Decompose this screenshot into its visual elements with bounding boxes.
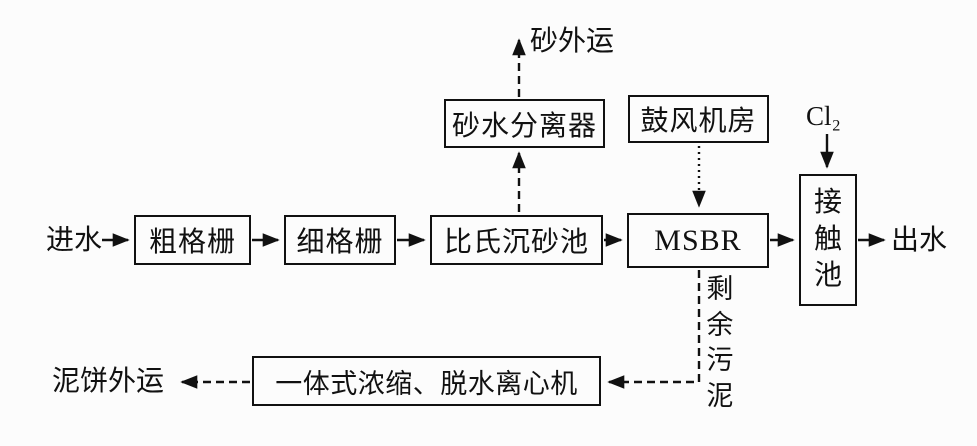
effluent-label: 出水: [891, 225, 948, 256]
fine-screen-box: 细格栅: [284, 215, 396, 265]
centrifuge-box: 一体式浓缩、脱水离心机: [252, 356, 601, 406]
msbr-box: MSBR: [627, 213, 769, 268]
msbr-label: MSBR: [654, 223, 742, 257]
arrow-msbr-to-centrifuge: [607, 270, 701, 389]
coarse-screen-box: 粗格栅: [134, 215, 251, 265]
contact-tank-box: 接触池: [799, 174, 857, 306]
sludge-cake-out-label: 泥饼外运: [52, 366, 165, 397]
excess-sludge-label: 剩余污泥: [706, 274, 734, 411]
chlorine-label: Cl₂: [806, 101, 841, 131]
grit-chamber-box: 比氏沉砂池: [430, 215, 603, 265]
sand-water-separator-box: 砂水分离器: [444, 99, 605, 148]
centrifuge-label: 一体式浓缩、脱水离心机: [275, 368, 578, 399]
contact-tank-label: 接触池: [813, 187, 842, 292]
blower-room-box: 鼓风机房: [628, 95, 769, 143]
sand-hauled-out-label: 砂外运: [530, 26, 615, 57]
influent-label: 进水: [46, 225, 103, 256]
